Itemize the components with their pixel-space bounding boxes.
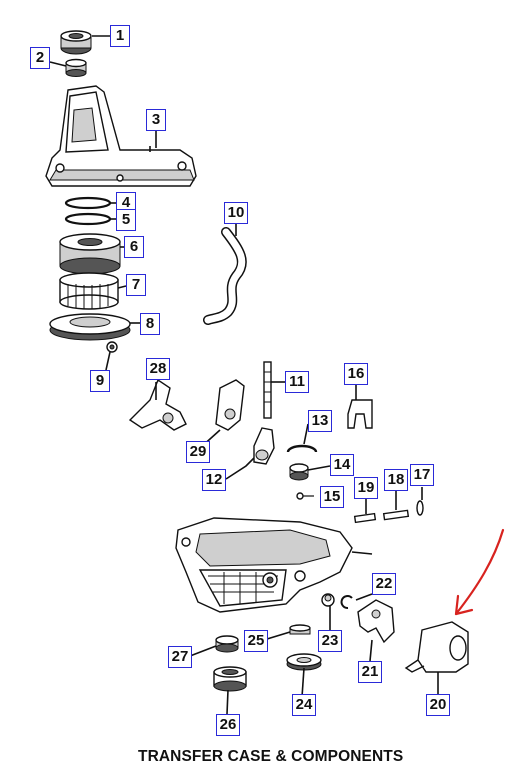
part-27-washer: [215, 635, 239, 653]
part-25-ring: [289, 624, 311, 635]
part-5-ring: [64, 212, 112, 226]
part-22-ring: [340, 595, 353, 609]
part-28-fork: [128, 378, 187, 431]
part-14-grommet: [289, 463, 309, 481]
part-29-plate: [215, 379, 245, 431]
part-1-seal: [60, 30, 92, 55]
part-6-gear: [59, 233, 121, 275]
callout-15: 15: [320, 486, 344, 508]
callout-22: 22: [372, 573, 396, 595]
part-13-clip: [286, 444, 318, 453]
part-11-shaft: [263, 361, 272, 419]
callout-24: 24: [292, 694, 316, 716]
callout-9: 9: [90, 370, 110, 392]
callout-11: 11: [285, 371, 309, 393]
callout-14: 14: [330, 454, 354, 476]
red-arrow-annotation: [454, 528, 505, 616]
callout-1: 1: [110, 25, 130, 47]
part-9-bearing: [106, 341, 118, 353]
callout-5: 5: [116, 209, 136, 231]
callout-2: 2: [30, 47, 50, 69]
callout-10: 10: [224, 202, 248, 224]
leader-lines: [49, 35, 439, 715]
part-21-plate: [357, 599, 395, 644]
callout-26: 26: [216, 714, 240, 736]
part-23-plug: [321, 593, 335, 607]
callout-20: 20: [426, 694, 450, 716]
transfer-case: [175, 517, 373, 613]
callout-23: 23: [318, 630, 342, 652]
callout-28: 28: [146, 358, 170, 380]
callout-21: 21: [358, 661, 382, 683]
part-15-pin: [296, 492, 314, 500]
part-10-hose: [203, 227, 247, 325]
part-2-bushing: [65, 58, 87, 77]
callout-13: 13: [308, 410, 332, 432]
part-26-seal: [213, 666, 247, 692]
part-8-sprocket: [49, 313, 131, 341]
part-18-dowel: [382, 509, 410, 521]
part-19-dowel: [353, 512, 377, 524]
callout-3: 3: [146, 109, 166, 131]
part-3-housing: [45, 85, 197, 187]
callout-7: 7: [126, 274, 146, 296]
part-7-chain: [59, 272, 119, 310]
callout-25: 25: [244, 630, 268, 652]
callout-17: 17: [410, 464, 434, 486]
part-12-lever: [253, 427, 275, 465]
callout-16: 16: [344, 363, 368, 385]
callout-18: 18: [384, 469, 408, 491]
part-24-flange: [286, 653, 322, 671]
callout-12: 12: [202, 469, 226, 491]
callout-29: 29: [186, 441, 210, 463]
callout-6: 6: [124, 236, 144, 258]
part-4-snap-ring: [64, 196, 112, 210]
part-17-clip: [416, 500, 424, 516]
callout-27: 27: [168, 646, 192, 668]
diagram-caption: TRANSFER CASE & COMPONENTS: [138, 748, 404, 765]
callout-19: 19: [354, 477, 378, 499]
part-20-motor: [404, 621, 469, 673]
callout-8: 8: [140, 313, 160, 335]
part-16-bracket: [347, 399, 373, 429]
